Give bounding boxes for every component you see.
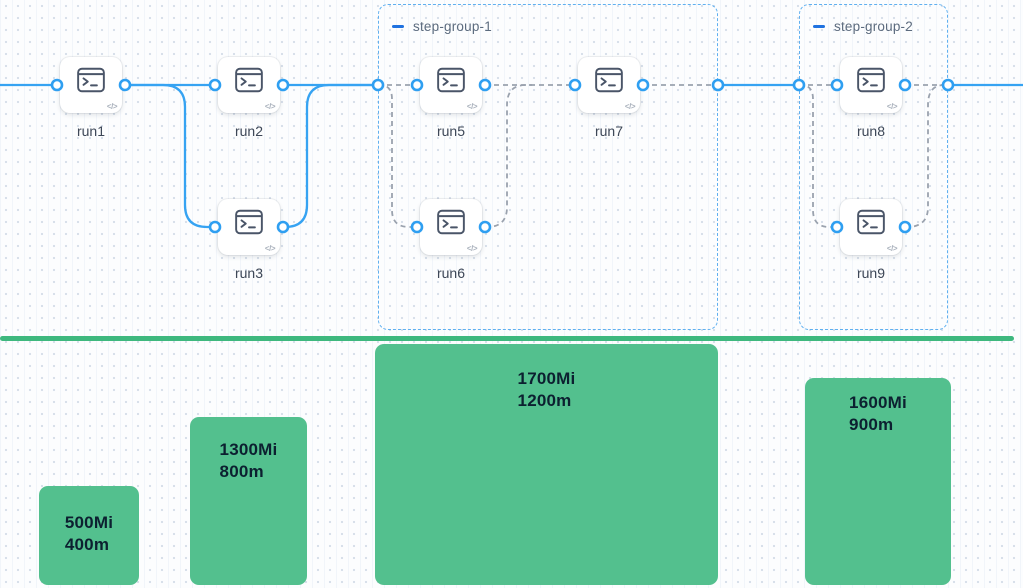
task-node-label: run1 [76, 123, 106, 139]
terminal-icon [437, 209, 465, 235]
task-node-label: run2 [234, 123, 264, 139]
cpu-value: 1200m [517, 391, 572, 411]
collapse-group-icon[interactable] [392, 25, 404, 28]
edge-run1-run3[interactable] [123, 83, 217, 229]
code-badge-icon: </> [466, 244, 478, 253]
task-node-label: run6 [436, 265, 466, 281]
memory-value: 1700Mi [517, 369, 576, 388]
memory-value: 500Mi [64, 513, 114, 532]
task-node-card[interactable]: </> [840, 57, 902, 113]
step-group-label: step-group-1 [413, 19, 492, 34]
resource-bar-stage2[interactable]: 1300Mi 800m [190, 417, 307, 585]
task-node-card[interactable]: </> [218, 57, 280, 113]
resource-bar-stage4[interactable]: 1600Mi 900m [805, 378, 951, 585]
resource-baseline [0, 336, 1014, 341]
terminal-icon [77, 67, 105, 93]
edge-run3-group1[interactable] [281, 83, 380, 229]
memory-value: 1600Mi [849, 393, 907, 412]
code-badge-icon: </> [264, 102, 276, 111]
step-group-2-header: step-group-2 [813, 19, 947, 34]
code-badge-icon: </> [264, 244, 276, 253]
code-badge-icon: </> [624, 102, 636, 111]
task-node-card[interactable]: </> [60, 57, 122, 113]
task-node-card[interactable]: </> [420, 199, 482, 255]
task-node-card[interactable]: </> [578, 57, 640, 113]
task-node-label: run7 [594, 123, 624, 139]
step-group-1-container[interactable]: step-group-1 [378, 4, 718, 330]
task-node-card[interactable]: </> [218, 199, 280, 255]
code-badge-icon: </> [106, 102, 118, 111]
node-run1: </> run1 [60, 57, 122, 139]
task-node-card[interactable]: </> [420, 57, 482, 113]
resource-bar-stage1[interactable]: 500Mi 400m [39, 486, 139, 585]
task-node-label: run8 [856, 123, 886, 139]
node-run2: </> run2 [218, 57, 280, 139]
node-run8: </> run8 [840, 57, 902, 139]
collapse-group-icon[interactable] [813, 25, 825, 28]
terminal-icon [437, 67, 465, 93]
node-run3: </> run3 [218, 199, 280, 281]
step-group-1-header: step-group-1 [392, 19, 717, 34]
code-badge-icon: </> [886, 102, 898, 111]
task-node-label: run5 [436, 123, 466, 139]
memory-value: 1300Mi [219, 440, 278, 459]
step-group-2-container[interactable]: step-group-2 [799, 4, 948, 330]
node-run5: </> run5 [420, 57, 482, 139]
cpu-value: 800m [219, 462, 264, 482]
terminal-icon [235, 209, 263, 235]
node-run6: </> run6 [420, 199, 482, 281]
terminal-icon [857, 209, 885, 235]
terminal-icon [857, 67, 885, 93]
cpu-value: 400m [64, 535, 110, 555]
terminal-icon [235, 67, 263, 93]
cpu-value: 900m [849, 415, 894, 435]
terminal-icon [595, 67, 623, 93]
task-node-label: run9 [856, 265, 886, 281]
resource-bar-stage3[interactable]: 1700Mi 1200m [375, 344, 718, 585]
task-node-label: run3 [234, 265, 264, 281]
step-group-label: step-group-2 [834, 19, 913, 34]
node-run7: </> run7 [578, 57, 640, 139]
code-badge-icon: </> [886, 244, 898, 253]
code-badge-icon: </> [466, 102, 478, 111]
node-run9: </> run9 [840, 199, 902, 281]
task-node-card[interactable]: </> [840, 199, 902, 255]
